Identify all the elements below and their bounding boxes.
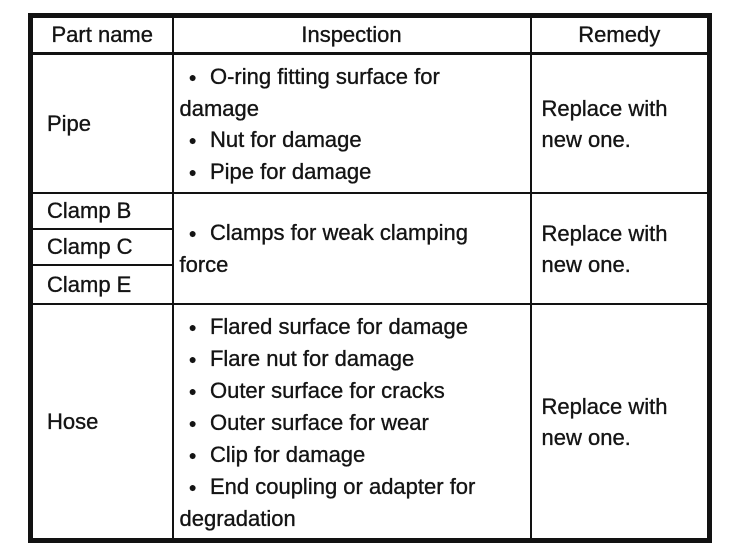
- bullet-item: ● Outer surface for wear: [180, 407, 514, 439]
- table-row-clamp-c: Clamp C: [29, 228, 710, 266]
- inspection-remedy-table: Part name Inspection Remedy Pipe ●O-ring…: [28, 13, 712, 543]
- remedy-cell-hose: Replace with new one.: [529, 303, 711, 542]
- header-row: Part name Inspection Remedy: [29, 14, 711, 55]
- bullet-icon: ●: [188, 132, 197, 148]
- part-cell-clamp-e: Clamp E: [29, 264, 174, 305]
- bullet-icon: ●: [188, 415, 197, 431]
- part-cell-clamp-b: Clamp B: [29, 192, 174, 230]
- bullet-item: ● Clip for damage: [180, 439, 514, 471]
- bullet-icon: ●: [188, 383, 197, 399]
- bullet-icon: ●: [188, 447, 197, 463]
- table-row-clamp-b: Clamp B ●Clamps for weak clamping force …: [29, 192, 711, 305]
- inspection-cell-pipe: ●O-ring fitting surface for damage ●Nut …: [171, 52, 532, 194]
- bullet-icon: ●: [188, 164, 197, 180]
- bullet-item: ● Flared surface for damage: [180, 311, 514, 343]
- inspection-text: Nut for damage: [209, 127, 362, 152]
- inspection-text: Clip for damage: [209, 442, 366, 467]
- inspection-text: Flared surface for damage: [209, 314, 468, 339]
- bullet-item: ● Pipe for damage: [180, 156, 514, 188]
- bullet-icon: ●: [188, 225, 197, 241]
- bullet-item: ● Flare nut for damage: [180, 343, 514, 375]
- remedy-cell-pipe: Replace with new one.: [529, 52, 711, 194]
- inspection-cell-clamps: ●Clamps for weak clamping force: [171, 192, 532, 305]
- part-cell-clamp-c: Clamp C: [29, 228, 174, 266]
- table-row-pipe: Pipe ●O-ring fitting surface for damage …: [29, 52, 711, 194]
- inspection-cell-hose: ● Flared surface for damage ● Flare nut fo…: [171, 303, 532, 542]
- inspection-text: Pipe for damage: [209, 159, 372, 184]
- inspection-text: Flare nut for damage: [209, 346, 415, 371]
- table-row-clamp-e: Clamp E: [29, 264, 710, 305]
- column-header-part-name: Part name: [29, 14, 174, 55]
- inspection-text: End coupling or adapter for degradation: [179, 474, 476, 531]
- inspection-text: O-ring fitting surface for damage: [179, 64, 440, 121]
- inspection-text: Outer surface for wear: [209, 410, 429, 435]
- bullet-icon: ●: [188, 351, 197, 367]
- bullet-item: ● Nut for damage: [180, 124, 514, 156]
- inspection-text: Clamps for weak clamping force: [179, 220, 468, 277]
- bullet-item: ●End coupling or adapter for degradation: [179, 471, 514, 534]
- bullet-icon: ●: [188, 479, 197, 495]
- remedy-cell-clamps: Replace with new one.: [529, 192, 711, 305]
- table-row-hose: Hose ● Flared surface for damage ● Flare n…: [29, 303, 711, 542]
- column-header-inspection: Inspection: [171, 14, 532, 55]
- bullet-icon: ●: [188, 319, 197, 335]
- inspection-text: Outer surface for cracks: [209, 378, 445, 403]
- column-header-remedy: Remedy: [529, 14, 711, 55]
- bullet-item: ● Outer surface for cracks: [180, 375, 514, 407]
- part-cell-pipe: Pipe: [29, 52, 174, 194]
- bullet-icon: ●: [188, 69, 197, 85]
- bullet-item: ●O-ring fitting surface for damage: [179, 61, 514, 124]
- part-cell-hose: Hose: [29, 303, 174, 542]
- bullet-item: ●Clamps for weak clamping force: [179, 217, 514, 280]
